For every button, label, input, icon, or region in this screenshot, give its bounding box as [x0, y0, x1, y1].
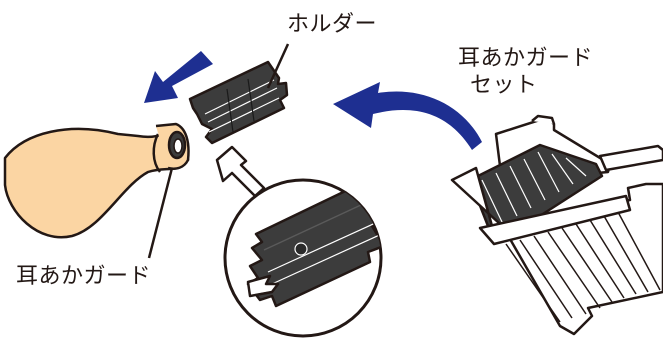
- ear-guard-set-label-line1: 耳あかガード: [458, 46, 594, 71]
- holder-label: ホルダー: [287, 12, 378, 37]
- hearing-aid-icon: [3, 122, 190, 239]
- magnified-holder-icon: [223, 178, 383, 338]
- ear-guard-label: 耳あかガード: [16, 264, 152, 289]
- ear-guard-leader-line: [147, 167, 174, 259]
- ear-guard-set-label-line2: セット: [470, 73, 538, 98]
- left-arrow-icon: [144, 51, 213, 103]
- ear-guard-set-box-icon: [450, 114, 663, 336]
- holder-leader-line: [266, 43, 290, 89]
- pointer-arrow-icon: [215, 145, 266, 198]
- curved-arrow-icon: [333, 82, 482, 150]
- holder-icon: [188, 60, 289, 145]
